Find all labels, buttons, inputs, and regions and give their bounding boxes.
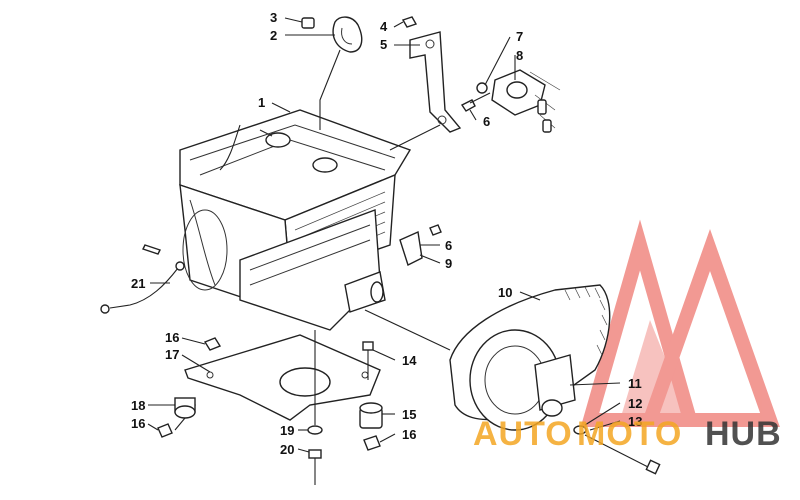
callout-21: 21 (131, 276, 145, 291)
bolt-icon (308, 449, 322, 485)
engine-block (179, 109, 412, 331)
bolt-icon (362, 341, 374, 380)
callout-16: 16 (402, 427, 416, 442)
callout-1: 1 (258, 95, 265, 110)
leader-lines (147, 17, 621, 453)
callout-9: 9 (445, 256, 452, 271)
watermark-hub: HUB (705, 415, 782, 453)
callout-7: 7 (516, 29, 523, 44)
nut-icon (203, 337, 222, 351)
engine-mount-icon (476, 69, 561, 133)
pull-handle-icon (319, 16, 363, 130)
bolt-icon (460, 92, 491, 112)
clamp-icon (399, 224, 442, 266)
callout-14: 14 (402, 353, 417, 368)
rubber-damper-icon (174, 397, 196, 431)
clip-icon (301, 17, 315, 29)
callout-3: 3 (270, 10, 277, 25)
callout-11: 11 (628, 376, 642, 391)
callout-20: 20 (280, 442, 294, 457)
callout-15: 15 (402, 407, 416, 422)
watermark-auto: AUTO (473, 415, 573, 453)
callout-8: 8 (516, 48, 523, 63)
callout-10: 10 (498, 285, 512, 300)
callout-5: 5 (380, 37, 387, 52)
callout-19: 19 (280, 423, 294, 438)
callout-13: 13 (628, 414, 642, 429)
nut-icon (157, 423, 173, 438)
callout-6: 6 (483, 114, 490, 129)
washer-icon (573, 425, 587, 435)
callout-17: 17 (165, 347, 179, 362)
callout-16: 16 (165, 330, 179, 345)
ground-wire-icon (100, 244, 185, 314)
callout-6: 6 (445, 238, 452, 253)
nut-icon (363, 435, 381, 451)
bolt-icon (584, 434, 661, 475)
callout-2: 2 (270, 28, 277, 43)
washer-icon (307, 425, 323, 435)
callout-18: 18 (131, 398, 145, 413)
mounting-bracket (409, 31, 462, 133)
watermark-text: AUTO MOTO HUB (473, 415, 782, 453)
watermark-logo-icon (580, 219, 780, 427)
callout-16: 16 (131, 416, 145, 431)
bolt-icon (401, 16, 418, 28)
rubber-damper-icon (359, 402, 383, 429)
watermark-moto: MOTO (577, 415, 682, 453)
clutch-pulley (469, 329, 576, 431)
base-plate (184, 334, 381, 421)
callout-12: 12 (628, 396, 642, 411)
callout-4: 4 (380, 19, 388, 34)
